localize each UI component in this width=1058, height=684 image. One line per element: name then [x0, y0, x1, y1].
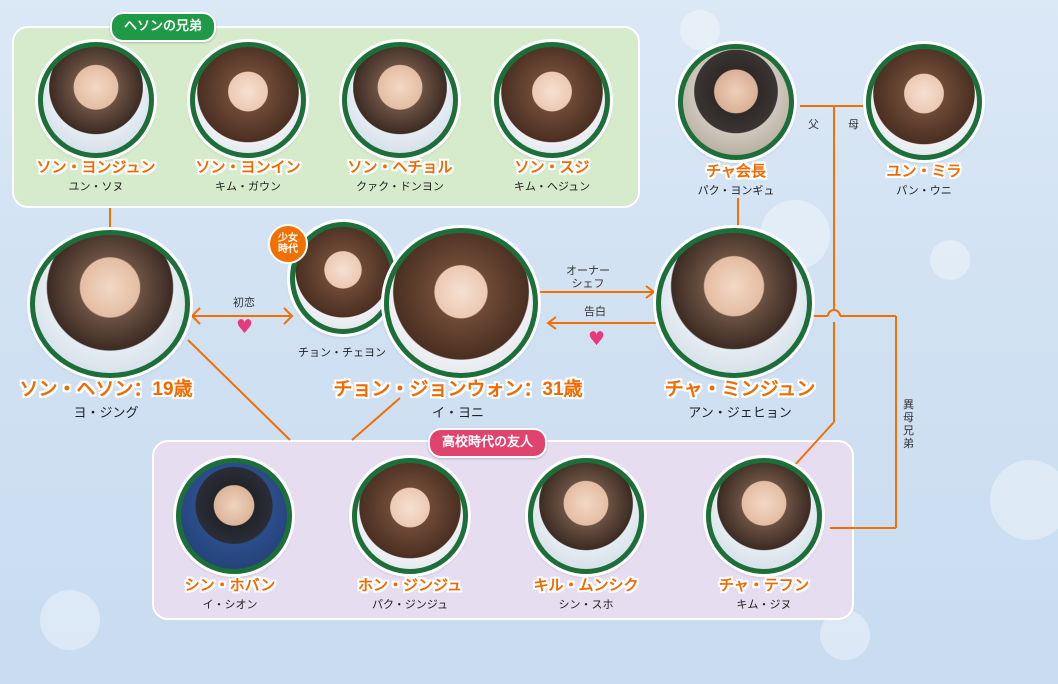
father-label: 父 — [808, 118, 819, 131]
mother-label: 母 — [848, 118, 859, 131]
mira-name: ユン・ミラ — [886, 160, 961, 181]
chairman-portrait — [678, 44, 794, 160]
hoban-portrait — [176, 458, 292, 574]
confession-label: 告白 — [584, 305, 606, 318]
minjun-name: チャ・ミンジュン — [665, 374, 815, 401]
yongin-actor: キム・ガウン — [215, 178, 281, 194]
young-jongwon-actor: チョン・チェヨン — [298, 344, 386, 360]
confession-heart-icon: ♥ — [588, 330, 605, 349]
jinju-portrait — [352, 458, 468, 574]
yongin-portrait — [190, 42, 306, 158]
jinju-actor: パク・ジンジュ — [372, 596, 448, 612]
hoban-actor: イ・シオン — [203, 596, 258, 612]
yongjun-actor: ユン・ソヌ — [69, 178, 124, 194]
hecheol-actor: クァク・ドンヨン — [356, 178, 444, 194]
jongwon-actor: イ・ヨニ — [432, 402, 484, 421]
tefun-portrait — [706, 458, 822, 574]
munsik-name: キル・ムンシク — [533, 574, 638, 595]
hecheol-name: ソン・ヘチョル — [347, 156, 452, 177]
mira-portrait — [866, 44, 982, 160]
yongjun-portrait — [38, 42, 154, 158]
suji-name: ソン・スジ — [514, 156, 589, 177]
yongjun-name: ソン・ヨンジュン — [37, 156, 156, 177]
hyeson-portrait — [30, 230, 190, 378]
hyeson-actor: ヨ・ジング — [73, 402, 138, 421]
suji-actor: キム・ヘジュン — [514, 178, 590, 194]
jinju-name: ホン・ジンジュ — [358, 574, 462, 595]
first-love-label: 初恋 — [233, 296, 255, 309]
minjun-actor: アン・ジェヒョン — [688, 402, 791, 421]
suji-portrait — [494, 42, 610, 158]
young-jongwon-badge: 少女 時代 — [268, 224, 308, 264]
minjun-portrait — [656, 228, 812, 378]
munsik-portrait — [528, 458, 644, 574]
jongwon-portrait — [384, 228, 538, 378]
tefun-name: チャ・テフン — [719, 574, 809, 595]
hyeson-name: ソン・ヘソン：19歳 — [19, 374, 192, 401]
mira-actor: パン・ウニ — [896, 182, 952, 198]
friends-group-label: 高校時代の友人 — [428, 428, 547, 458]
siblings-group-label: ヘソンの兄弟 — [110, 12, 216, 42]
first-love-heart-icon: ♥ — [236, 318, 253, 337]
owner-chef-label: オーナー シェフ — [566, 264, 610, 290]
munsik-actor: シン・スホ — [559, 596, 614, 612]
hecheol-portrait — [342, 42, 458, 158]
yongin-name: ソン・ヨンイン — [195, 156, 300, 177]
jongwon-name: チョン・ジョンウォン：31歳 — [333, 374, 582, 401]
hoban-name: シン・ホバン — [185, 574, 276, 595]
tefun-actor: キム・ジヌ — [737, 596, 792, 612]
chairman-name: チャ会長 — [706, 160, 766, 181]
chairman-actor: パク・ヨンギュ — [698, 182, 775, 198]
half-brother-label: 異母兄弟 — [902, 398, 915, 450]
